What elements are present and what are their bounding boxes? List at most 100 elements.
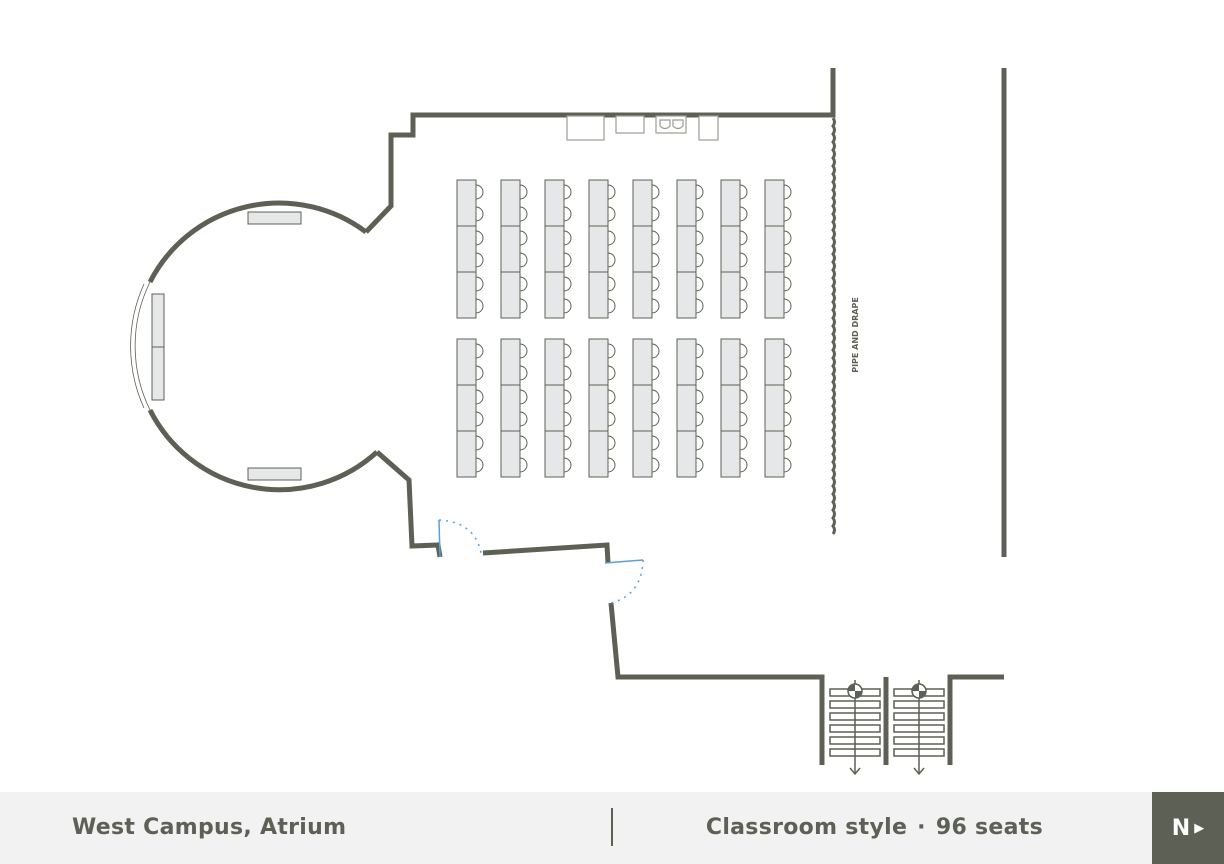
chair — [563, 184, 572, 200]
chair — [563, 365, 572, 381]
table — [764, 225, 785, 273]
table-with-chairs — [764, 430, 792, 478]
chair — [475, 435, 484, 451]
table — [676, 338, 697, 386]
table-with-chairs — [456, 225, 484, 273]
table — [544, 430, 565, 478]
rotunda-furniture — [151, 211, 302, 481]
table-with-chairs — [764, 338, 792, 386]
arrow-down-icon — [913, 767, 925, 776]
chair — [563, 252, 572, 268]
table — [456, 430, 477, 478]
table — [588, 225, 609, 273]
table-with-chairs — [720, 338, 748, 386]
chair — [475, 365, 484, 381]
chair — [739, 365, 748, 381]
table-with-chairs — [544, 225, 572, 273]
table — [456, 384, 477, 432]
chair — [475, 411, 484, 427]
table-with-chairs — [676, 179, 704, 227]
table — [456, 271, 477, 319]
chair — [475, 298, 484, 314]
north-indicator-button[interactable]: N ▶ — [1152, 792, 1224, 864]
chair — [607, 298, 616, 314]
walls — [147, 68, 1007, 765]
table-with-chairs — [500, 430, 528, 478]
chair — [475, 276, 484, 292]
table — [764, 384, 785, 432]
chair — [783, 457, 792, 473]
chair — [475, 206, 484, 222]
chair — [739, 276, 748, 292]
table-with-chairs — [500, 271, 528, 319]
table-with-chairs — [456, 430, 484, 478]
table — [500, 384, 521, 432]
chair — [695, 298, 704, 314]
doors — [438, 519, 644, 604]
chair — [739, 411, 748, 427]
table — [544, 338, 565, 386]
table-with-chairs — [456, 179, 484, 227]
chair — [651, 252, 660, 268]
chair — [739, 230, 748, 246]
table-with-chairs — [632, 225, 660, 273]
table-with-chairs — [544, 338, 572, 386]
table-with-chairs — [456, 338, 484, 386]
table — [632, 430, 653, 478]
chair — [651, 206, 660, 222]
table — [456, 179, 477, 227]
classroom-tables — [456, 179, 792, 478]
chair — [651, 343, 660, 359]
table-with-chairs — [676, 271, 704, 319]
table-with-chairs — [544, 271, 572, 319]
chair — [651, 389, 660, 405]
table — [632, 384, 653, 432]
table-with-chairs — [764, 384, 792, 432]
chair — [651, 435, 660, 451]
table-with-chairs — [456, 384, 484, 432]
table — [676, 271, 697, 319]
chair — [519, 435, 528, 451]
chair — [783, 365, 792, 381]
footer-bar: West Campus, Atrium Classroom style·96 s… — [0, 792, 1224, 864]
chair — [739, 435, 748, 451]
chair — [563, 230, 572, 246]
table — [632, 179, 653, 227]
table — [500, 430, 521, 478]
footer-divider — [611, 808, 613, 846]
chair — [607, 206, 616, 222]
chair — [475, 389, 484, 405]
counter — [698, 115, 719, 141]
chair — [695, 411, 704, 427]
table-with-chairs — [588, 338, 616, 386]
table — [720, 384, 741, 432]
chair — [739, 389, 748, 405]
table-with-chairs — [632, 271, 660, 319]
table — [632, 338, 653, 386]
table — [500, 225, 521, 273]
table — [500, 179, 521, 227]
chair — [475, 184, 484, 200]
table-with-chairs — [544, 430, 572, 478]
chair — [607, 343, 616, 359]
chair — [563, 457, 572, 473]
table-with-chairs — [588, 225, 616, 273]
chair — [695, 365, 704, 381]
chair — [563, 276, 572, 292]
table — [544, 179, 565, 227]
table-with-chairs — [676, 430, 704, 478]
table-with-chairs — [720, 179, 748, 227]
chair — [607, 389, 616, 405]
venue-name: West Campus, Atrium — [72, 815, 347, 840]
chair — [607, 457, 616, 473]
chair — [607, 411, 616, 427]
table — [764, 338, 785, 386]
table — [676, 225, 697, 273]
north-label: N — [1171, 815, 1191, 841]
chair — [695, 252, 704, 268]
chair — [519, 252, 528, 268]
window-arc — [130, 281, 151, 411]
pipe-and-drape — [831, 117, 836, 535]
chair — [739, 298, 748, 314]
chair — [607, 252, 616, 268]
